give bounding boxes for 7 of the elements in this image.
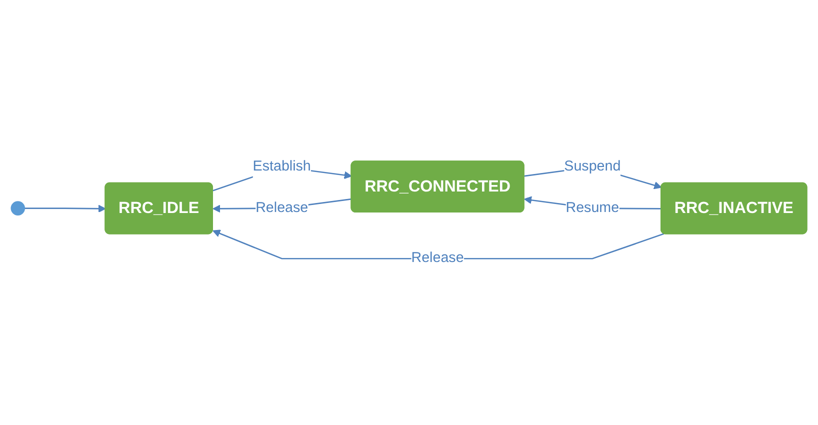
edge-label: Resume [566,200,620,216]
edge-label: Suspend [564,158,621,174]
node-circle [10,200,26,216]
edge-label: Release [411,250,464,266]
arrow [24,204,106,212]
edge-label: Release [256,200,308,216]
edge-label: Establish [252,158,311,174]
